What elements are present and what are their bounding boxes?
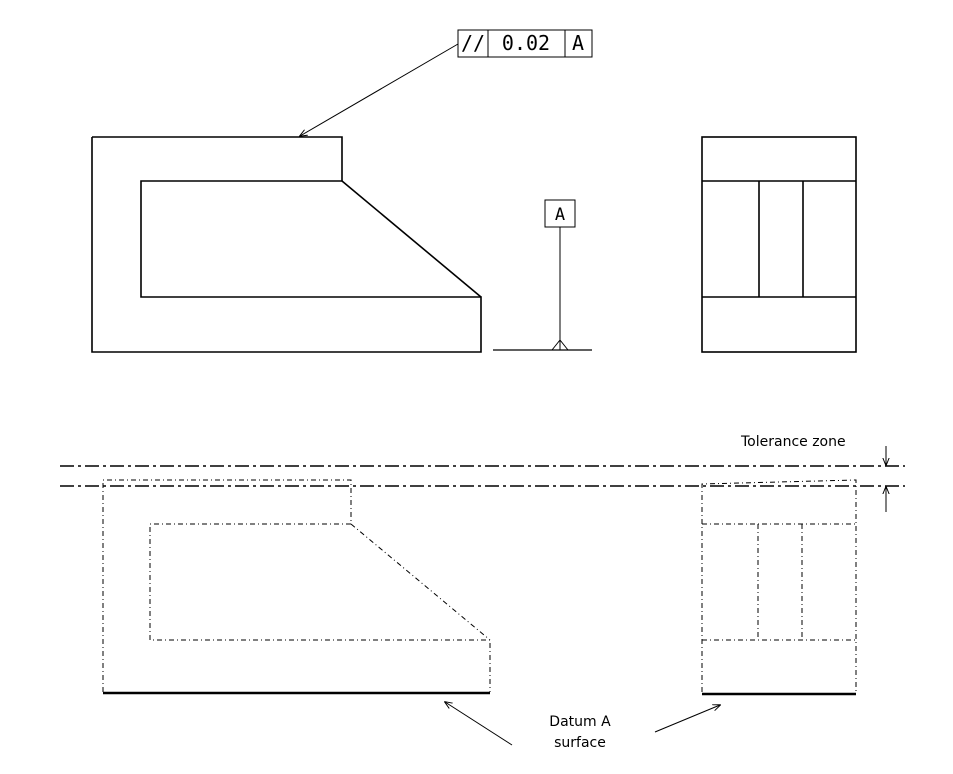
feature-control-frame: // 0.02 A <box>457 29 593 58</box>
side-view <box>701 136 857 353</box>
datum-letter: A <box>555 205 565 225</box>
tolerance-zone-label: Tolerance zone <box>740 434 846 450</box>
tolerance-zone-lines <box>60 465 905 487</box>
datum-surface-label-line2: surface <box>554 735 606 751</box>
tolerance-value: 0.02 <box>502 31 550 55</box>
side-view-tolerance-illustration <box>701 479 857 692</box>
datum-surface-label-line1: Datum A <box>549 714 611 730</box>
parallelism-symbol: // <box>461 31 485 55</box>
front-view-tolerance-illustration <box>102 479 491 692</box>
datum-surface-arrows <box>445 702 720 746</box>
front-view <box>91 136 482 353</box>
leader-arrow <box>300 43 459 136</box>
datum-feature-symbol: A <box>493 199 592 351</box>
datum-reference: A <box>572 31 584 55</box>
